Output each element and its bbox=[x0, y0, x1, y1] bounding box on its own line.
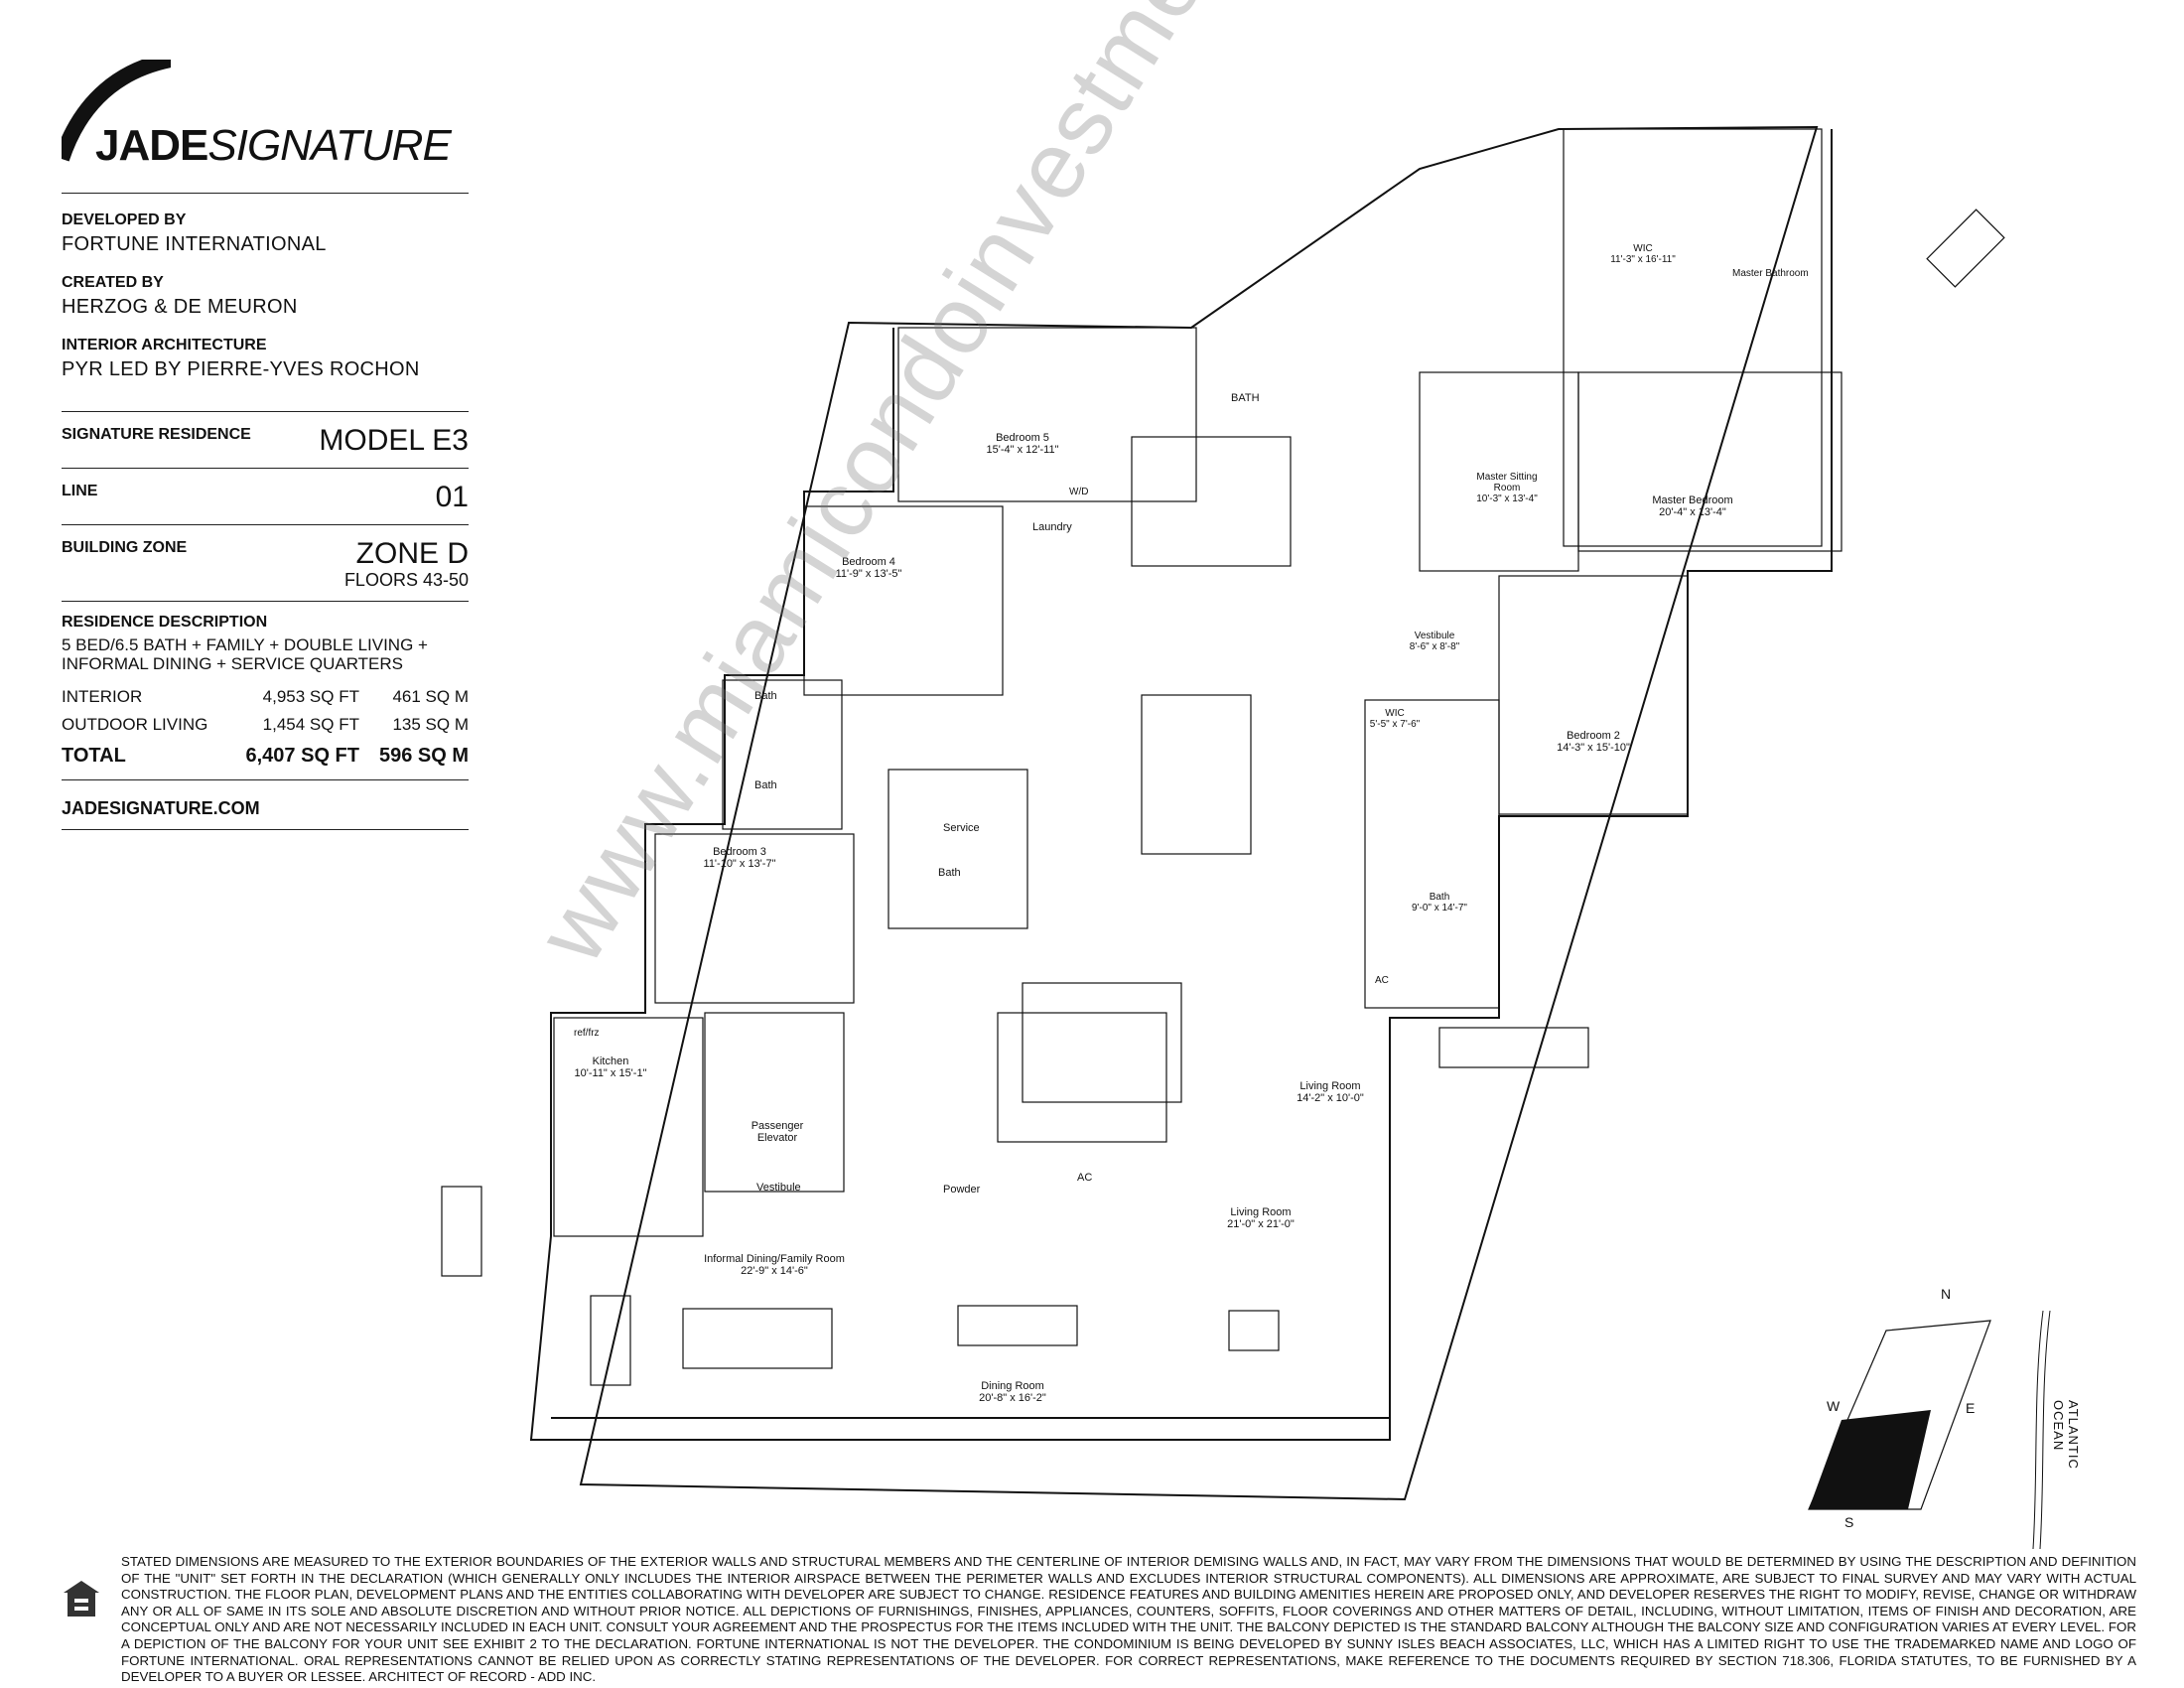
room-label: Master Bathroom bbox=[1732, 268, 1809, 279]
bedroom3-walls bbox=[654, 833, 855, 1004]
room-label: Bath bbox=[754, 779, 777, 791]
zone-value: ZONE D bbox=[355, 537, 469, 570]
baths-walls bbox=[722, 679, 843, 830]
interior-label: INTERIOR ARCHITECTURE bbox=[62, 337, 267, 353]
room-label: AC bbox=[1375, 975, 1389, 986]
stair-bottom bbox=[997, 1012, 1167, 1143]
room-label: Powder bbox=[943, 1184, 981, 1196]
area-sqm: 461 SQ M bbox=[392, 687, 469, 706]
family-sofa bbox=[682, 1308, 833, 1369]
room-label: Bath bbox=[754, 690, 777, 702]
master-suite bbox=[1563, 128, 1823, 547]
area-name: OUTDOOR LIVING bbox=[62, 715, 208, 734]
bedroom4-walls bbox=[803, 505, 1004, 696]
balcony-outline bbox=[579, 125, 1819, 1501]
line-row: LINE 01 bbox=[62, 469, 469, 524]
residence-value: MODEL E3 bbox=[319, 424, 469, 457]
elevator-walls bbox=[704, 1012, 845, 1193]
dining-table bbox=[957, 1305, 1078, 1346]
area-table: INTERIOR 4,953 SQ FT 461 SQ M OUTDOOR LI… bbox=[62, 683, 469, 739]
coastline bbox=[2039, 1310, 2051, 1550]
total-sqft: 6,407 SQ FT bbox=[245, 745, 360, 767]
line-label: LINE bbox=[62, 483, 98, 499]
area-name: INTERIOR bbox=[62, 687, 143, 706]
room-label: BATH bbox=[1231, 392, 1260, 404]
compass-north: N bbox=[1941, 1286, 1952, 1302]
compass-east: E bbox=[1966, 1400, 1976, 1416]
total-sqm: 596 SQ M bbox=[378, 745, 469, 767]
terrace-table bbox=[441, 1186, 482, 1277]
core-walls bbox=[1022, 982, 1182, 1103]
logo: JADESIGNATURE bbox=[62, 60, 469, 170]
zone-label: BUILDING ZONE bbox=[62, 539, 188, 556]
sofa bbox=[1438, 1027, 1589, 1068]
logo-mark-icon bbox=[62, 60, 171, 162]
informal-table bbox=[590, 1295, 631, 1386]
creator-value: HERZOG & DE MEURON bbox=[62, 296, 298, 318]
compass-west: W bbox=[1827, 1398, 1841, 1414]
area-sqm: 135 SQ M bbox=[392, 715, 469, 734]
total-row: TOTAL 6,407 SQ FT 596 SQ M bbox=[62, 741, 469, 772]
room-label: Laundry bbox=[1032, 521, 1072, 533]
room-label: Service bbox=[943, 822, 980, 834]
description-text: 5 BED/6.5 BATH + FAMILY + DOUBLE LIVING … bbox=[62, 635, 428, 673]
website-link[interactable]: JADESIGNATURE.COM bbox=[62, 798, 260, 818]
room-label: Passenger Elevator bbox=[751, 1120, 804, 1144]
zone-floors: FLOORS 43-50 bbox=[343, 570, 469, 590]
interior-value: PYR LED BY PIERRE-YVES ROCHON bbox=[62, 358, 420, 380]
service-walls bbox=[887, 769, 1028, 929]
disclaimer: STATED DIMENSIONS ARE MEASURED TO THE EX… bbox=[121, 1554, 2136, 1685]
area-sqft: 4,953 SQ FT bbox=[262, 687, 359, 706]
stair-top bbox=[1131, 436, 1292, 567]
creator-label: CREATED BY bbox=[62, 274, 164, 291]
brand-name: JADESIGNATURE bbox=[95, 121, 452, 170]
line-value: 01 bbox=[435, 481, 469, 513]
room-label: Bath bbox=[938, 867, 961, 879]
residence-row: SIGNATURE RESIDENCE MODEL E3 bbox=[62, 412, 469, 468]
residence-label: SIGNATURE RESIDENCE bbox=[62, 426, 251, 443]
developer-label: DEVELOPED BY bbox=[62, 211, 187, 228]
room-label: ref/frz bbox=[574, 1028, 600, 1039]
bedroom5-walls bbox=[897, 327, 1197, 502]
coffee-table bbox=[1228, 1310, 1280, 1351]
room-label: Vestibule bbox=[756, 1182, 801, 1194]
compass-south: S bbox=[1844, 1514, 1854, 1530]
building-footprint bbox=[1809, 1410, 1931, 1509]
bath2-walls bbox=[1364, 699, 1500, 1009]
room-label: AC bbox=[1077, 1172, 1093, 1184]
description-label: RESIDENCE DESCRIPTION bbox=[62, 614, 268, 631]
bedroom2-walls bbox=[1498, 575, 1689, 815]
area-sqft: 1,454 SQ FT bbox=[262, 715, 359, 734]
master-bedroom bbox=[1577, 371, 1843, 552]
core-elevator bbox=[1141, 694, 1252, 855]
kitchen-walls bbox=[553, 1017, 704, 1237]
total-label: TOTAL bbox=[62, 745, 126, 767]
ocean-label: ATLANTIC OCEAN bbox=[2051, 1400, 2081, 1470]
equal-housing-icon bbox=[64, 1581, 99, 1617]
sidebar: JADESIGNATURE DEVELOPED BY FORTUNE INTER… bbox=[62, 60, 469, 830]
lounger bbox=[1926, 209, 2005, 288]
room-label: W/D bbox=[1069, 487, 1089, 497]
developer-value: FORTUNE INTERNATIONAL bbox=[62, 233, 327, 255]
